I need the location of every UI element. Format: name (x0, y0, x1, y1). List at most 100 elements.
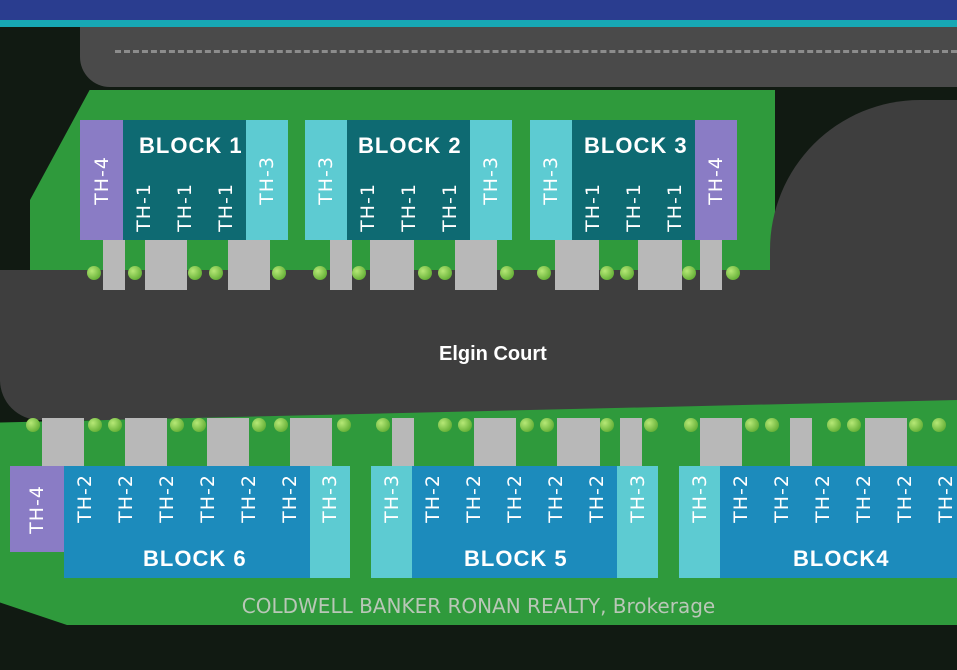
unit-th-4[interactable]: TH-4 (695, 120, 737, 240)
unit-th-2[interactable]: TH-2 (843, 466, 884, 578)
driveway (577, 240, 599, 290)
unit-th-1[interactable]: TH-1 (613, 120, 654, 240)
driveway (865, 418, 887, 468)
unit-label: TH-1 (581, 183, 604, 232)
unit-label: TH-4 (90, 155, 113, 205)
shrub-icon (644, 418, 658, 432)
unit-th-4[interactable]: TH-4 (80, 120, 123, 240)
driveway (455, 240, 477, 290)
driveway (392, 418, 414, 468)
block-4[interactable]: TH-3 TH-2 TH-2 TH-2 TH-2 TH-2 TH-2 (679, 466, 957, 578)
unit-label: TH-2 (544, 474, 567, 523)
unit-label: TH-2 (770, 474, 793, 523)
unit-th-2[interactable]: TH-2 (925, 466, 957, 578)
unit-label: TH-2 (73, 474, 96, 523)
driveway (700, 418, 722, 468)
shrub-icon (418, 266, 432, 280)
unit-th-2[interactable]: TH-2 (228, 466, 269, 578)
shrub-icon (209, 266, 223, 280)
unit-th-2[interactable]: TH-2 (105, 466, 146, 578)
unit-th-2[interactable]: TH-2 (576, 466, 617, 578)
unit-label: TH-2 (114, 474, 137, 523)
unit-th-1[interactable]: TH-1 (164, 120, 205, 240)
unit-label: TH-3 (626, 474, 649, 523)
shrub-icon (620, 266, 634, 280)
unit-th-2[interactable]: TH-2 (64, 466, 105, 578)
driveway (555, 240, 577, 290)
shrub-icon (520, 418, 534, 432)
unit-label: TH-1 (438, 183, 461, 232)
unit-th-2[interactable]: TH-2 (453, 466, 494, 578)
unit-label: TH-2 (934, 474, 957, 523)
unit-th-1[interactable]: TH-1 (205, 120, 246, 240)
block-6[interactable]: TH-4 TH-2 TH-2 TH-2 TH-2 TH-2 TH-2 TH-3 (10, 466, 350, 578)
unit-label: TH-2 (893, 474, 916, 523)
watermark: COLDWELL BANKER RONAN REALTY, Brokerage (241, 594, 716, 618)
unit-label: TH-3 (688, 474, 711, 523)
unit-th-3[interactable]: TH-3 (470, 120, 512, 240)
unit-th-1[interactable]: TH-1 (654, 120, 695, 240)
unit-th-1[interactable]: TH-1 (572, 120, 613, 240)
block-2-title: BLOCK 2 (358, 133, 462, 158)
unit-th-1[interactable]: TH-1 (429, 120, 470, 240)
unit-th-3[interactable]: TH-3 (617, 466, 658, 578)
unit-th-3[interactable]: TH-3 (679, 466, 720, 578)
unit-th-3[interactable]: TH-3 (530, 120, 572, 240)
shrub-icon (352, 266, 366, 280)
unit-th-3[interactable]: TH-3 (371, 466, 412, 578)
driveway (227, 418, 249, 468)
driveway (370, 240, 392, 290)
shrub-icon (26, 418, 40, 432)
unit-th-2[interactable]: TH-2 (884, 466, 925, 578)
unit-th-4[interactable]: TH-4 (10, 466, 64, 552)
unit-label: TH-2 (811, 474, 834, 523)
unit-label: TH-3 (380, 474, 403, 523)
shrub-icon (726, 266, 740, 280)
driveway (885, 418, 907, 468)
shrub-icon (932, 418, 946, 432)
shrub-icon (313, 266, 327, 280)
unit-th-2[interactable]: TH-2 (761, 466, 802, 578)
unit-th-3[interactable]: TH-3 (305, 120, 347, 240)
unit-th-2[interactable]: TH-2 (494, 466, 535, 578)
unit-th-1[interactable]: TH-1 (347, 120, 388, 240)
unit-label: TH-1 (622, 183, 645, 232)
unit-th-2[interactable]: TH-2 (187, 466, 228, 578)
unit-th-2[interactable]: TH-2 (535, 466, 576, 578)
unit-label: TH-2 (237, 474, 260, 523)
driveway (145, 240, 167, 290)
unit-th-2[interactable]: TH-2 (146, 466, 187, 578)
unit-th-1[interactable]: TH-1 (123, 120, 164, 240)
driveway (557, 418, 579, 468)
unit-label: TH-1 (132, 183, 155, 232)
unit-label: TH-2 (278, 474, 301, 523)
shrub-icon (170, 418, 184, 432)
shrub-icon (192, 418, 206, 432)
unit-label: TH-2 (196, 474, 219, 523)
unit-label: TH-2 (852, 474, 875, 523)
shrub-icon (682, 266, 696, 280)
unit-label: TH-3 (256, 155, 278, 205)
unit-th-2[interactable]: TH-2 (802, 466, 843, 578)
shrub-icon (274, 418, 288, 432)
unit-th-3[interactable]: TH-3 (310, 466, 350, 578)
road-centerline (115, 50, 957, 53)
unit-th-2[interactable]: TH-2 (412, 466, 453, 578)
main-road (80, 27, 957, 87)
unit-label: TH-1 (397, 183, 420, 232)
shrub-icon (684, 418, 698, 432)
unit-label: TH-3 (315, 155, 337, 205)
unit-th-2[interactable]: TH-2 (720, 466, 761, 578)
shrub-icon (87, 266, 101, 280)
driveway (474, 418, 496, 468)
unit-label: TH-3 (540, 155, 562, 205)
unit-th-2[interactable]: TH-2 (269, 466, 310, 578)
shrub-icon (537, 266, 551, 280)
driveway (207, 418, 229, 468)
unit-th-1[interactable]: TH-1 (388, 120, 429, 240)
unit-th-3[interactable]: TH-3 (246, 120, 288, 240)
